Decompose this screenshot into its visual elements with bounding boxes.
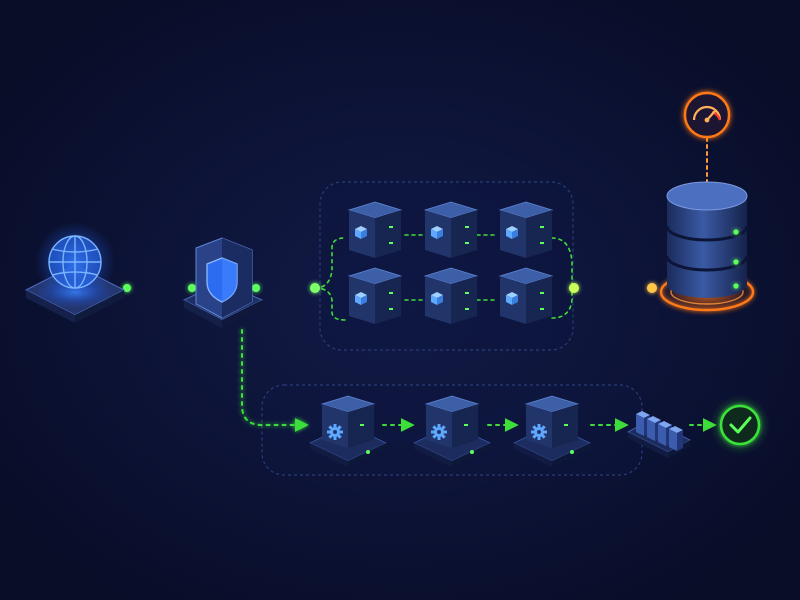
- junction-dots: [123, 283, 657, 293]
- junction-dot: [252, 284, 260, 292]
- edge-cluster-merge-top: [551, 237, 573, 289]
- server-4: [347, 267, 403, 324]
- shield-icon: [206, 257, 238, 303]
- internet-node: [24, 222, 126, 323]
- junction-dot: [123, 284, 131, 292]
- status-led: [464, 424, 468, 426]
- status-led: [564, 424, 568, 426]
- status-led: [389, 292, 393, 294]
- database-icon: [665, 181, 749, 298]
- queue-icon: [636, 411, 683, 451]
- status-led: [389, 242, 393, 244]
- cube-icon: [431, 292, 443, 305]
- status-led: [465, 242, 469, 244]
- edge-cluster-top-branch: [314, 237, 346, 289]
- status-led: [366, 450, 370, 454]
- status-led: [540, 242, 544, 244]
- cube-icon: [506, 226, 518, 239]
- cube-icon: [506, 292, 518, 305]
- edge-firewall-worker1: [241, 329, 309, 432]
- status-led: [540, 292, 544, 294]
- status-led: [733, 283, 739, 289]
- connections: [122, 137, 717, 432]
- queue-node: [627, 411, 691, 458]
- status-led: [465, 292, 469, 294]
- cube-icon: [355, 226, 367, 239]
- worker-1: [320, 395, 376, 448]
- status-led: [570, 450, 574, 454]
- edge-cluster-merge-bottom: [551, 287, 573, 319]
- queue-block: [669, 426, 683, 451]
- server-2: [423, 201, 479, 258]
- status-led: [470, 450, 474, 454]
- status-led: [389, 308, 393, 310]
- firewall-node: [182, 237, 264, 328]
- database-node: [655, 181, 759, 317]
- status-led: [360, 424, 364, 426]
- gear-icon: [327, 424, 343, 440]
- junction-dot: [188, 284, 196, 292]
- cube-icon: [431, 226, 443, 239]
- worker-3: [524, 395, 580, 448]
- junction-dot: [569, 283, 579, 293]
- status-led: [465, 308, 469, 310]
- edge-cluster-bottom-branch: [314, 287, 346, 321]
- gauge-icon: [692, 105, 722, 123]
- status-led: [465, 226, 469, 228]
- worker-2: [424, 395, 480, 448]
- junction-dot: [310, 283, 320, 293]
- worker-pipeline: [309, 395, 591, 467]
- cube-icon: [355, 292, 367, 305]
- status-led: [389, 226, 393, 228]
- server-1: [347, 201, 403, 258]
- status-led: [540, 226, 544, 228]
- server-6: [498, 267, 554, 324]
- server-cluster: [347, 201, 554, 324]
- junction-dot: [647, 283, 657, 293]
- server-5: [423, 267, 479, 324]
- gear-icon: [531, 424, 547, 440]
- success-node: [710, 395, 770, 455]
- monitoring-node: [677, 85, 737, 145]
- server-3: [498, 201, 554, 258]
- status-led: [733, 229, 739, 235]
- checkmark-icon: [729, 416, 752, 434]
- globe-icon: [48, 235, 102, 289]
- status-led: [540, 308, 544, 310]
- status-led: [733, 259, 739, 265]
- gear-icon: [431, 424, 447, 440]
